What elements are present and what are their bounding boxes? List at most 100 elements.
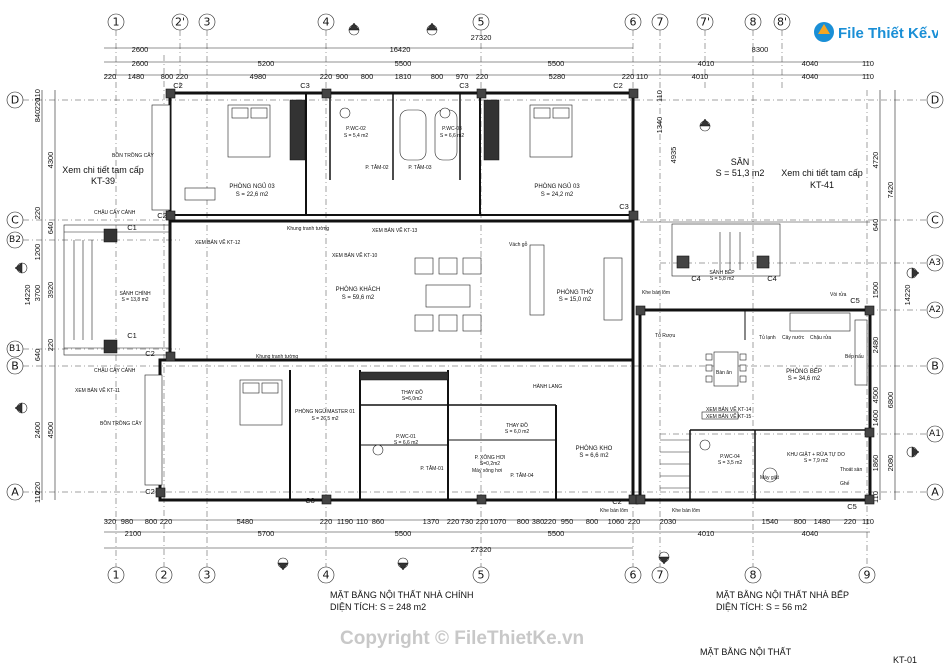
dim-bottom-overall: 27320 <box>471 545 492 554</box>
svg-text:110: 110 <box>636 72 648 81</box>
svg-text:C4: C4 <box>767 274 777 283</box>
wardrobe-left <box>289 99 306 161</box>
svg-text:4935: 4935 <box>669 147 678 164</box>
grid-bubbles-right: D C A3 A2 B A1 A <box>926 91 944 501</box>
svg-text:C5: C5 <box>850 296 860 305</box>
svg-text:4: 4 <box>323 16 330 29</box>
title-main-area: DIỆN TÍCH: S = 248 m2 <box>330 602 426 612</box>
svg-text:1810: 1810 <box>395 72 412 81</box>
svg-text:CHẬU CÂY CẢNH: CHẬU CÂY CẢNH <box>94 209 136 216</box>
svg-text:XEM BẢN VẼ KT-10: XEM BẢN VẼ KT-10 <box>332 252 378 259</box>
svg-text:XEM BẢN VẼ KT-14: XEM BẢN VẼ KT-14 <box>706 406 752 413</box>
svg-text:220: 220 <box>104 72 117 81</box>
svg-text:S = 6,6 m2: S = 6,6 m2 <box>394 440 419 446</box>
dimensions-top: 27320 2600 16420 8300 2600 5200 5500 550… <box>104 33 874 81</box>
svg-text:640: 640 <box>33 349 42 362</box>
svg-text:C3: C3 <box>459 81 469 90</box>
svg-text:110: 110 <box>33 89 42 101</box>
grid-bubble-left-D: D <box>6 91 24 109</box>
footer-title: MẶT BẰNG NỘI THẤT <box>700 647 792 657</box>
svg-text:P.WC-02: P.WC-02 <box>346 126 366 132</box>
svg-text:5500: 5500 <box>395 59 412 68</box>
svg-text:XEM BẢN VẼ KT-11: XEM BẢN VẼ KT-11 <box>75 387 120 394</box>
svg-text:2400: 2400 <box>33 422 42 439</box>
svg-text:C2: C2 <box>157 211 167 220</box>
svg-text:640: 640 <box>46 222 55 235</box>
svg-text:6: 6 <box>630 16 637 29</box>
svg-text:SẢNH BẾP: SẢNH BẾP <box>709 269 735 276</box>
site-logo: File Thiết Kế.vn <box>810 12 949 52</box>
dining-table <box>713 351 739 387</box>
svg-text:SẢNH CHÍNH: SẢNH CHÍNH <box>119 290 151 297</box>
svg-text:5: 5 <box>478 16 485 29</box>
bathtub-wc02 <box>399 109 427 161</box>
room-pn03a-area: S = 22,6 m2 <box>236 192 269 198</box>
room-khach-name: PHÒNG KHÁCH <box>336 286 381 293</box>
grid-bubble-top-6: 6 <box>624 13 642 31</box>
svg-text:14220: 14220 <box>23 285 32 306</box>
grid-bubble-right-B: B <box>926 357 944 375</box>
svg-text:PHÒNG NGỦ MASTER 01: PHÒNG NGỦ MASTER 01 <box>295 408 355 415</box>
svg-text:220: 220 <box>544 517 557 526</box>
svg-text:Khung tranh tường: Khung tranh tường <box>256 354 298 360</box>
svg-text:5700: 5700 <box>258 529 275 538</box>
room-pn03b-name: PHÒNG NGỦ 03 <box>534 183 580 190</box>
svg-text:1: 1 <box>113 569 120 582</box>
svg-text:Xem chi tiết tam cấp: Xem chi tiết tam cấp <box>781 168 863 178</box>
svg-text:1190: 1190 <box>337 517 353 526</box>
grid-bubble-top-2p: 2' <box>171 13 189 31</box>
svg-text:3: 3 <box>204 16 211 29</box>
svg-text:S = 3,5 m2: S = 3,5 m2 <box>718 460 743 466</box>
svg-text:S = 13,8 m2: S = 13,8 m2 <box>121 297 148 303</box>
svg-text:B2: B2 <box>9 235 21 245</box>
svg-text:1400: 1400 <box>871 410 880 427</box>
svg-text:THAY ĐỒ: THAY ĐỒ <box>401 389 423 396</box>
svg-text:Cây nước: Cây nước <box>782 335 805 341</box>
svg-text:C5: C5 <box>847 502 857 511</box>
dimensions-right: 110 1340 4935 4720 7420 640 1500 2480 14… <box>655 90 912 503</box>
svg-text:CHẬU CÂY CẢNH: CHẬU CÂY CẢNH <box>94 367 136 374</box>
svg-text:Khe bán lõm: Khe bán lõm <box>642 290 670 296</box>
room-labels: PHÒNG NGỦ 03 S = 22,6 m2 PHÒNG NGỦ 03 S … <box>119 126 845 479</box>
svg-text:Bếp nấu: Bếp nấu <box>845 354 864 360</box>
svg-text:800: 800 <box>161 72 174 81</box>
room-pn03b-area: S = 24,2 m2 <box>541 192 574 198</box>
column-c1-top <box>103 228 118 243</box>
svg-text:KHU GIẶT + RỬA TỰ DO: KHU GIẶT + RỬA TỰ DO <box>787 451 845 458</box>
svg-text:A2: A2 <box>929 305 941 315</box>
svg-text:2600: 2600 <box>132 59 149 68</box>
grid-bubble-top-1: 1 <box>107 13 125 31</box>
svg-text:900: 900 <box>336 72 349 81</box>
grid-bubble-right-A: A <box>926 483 944 501</box>
grid-bubble-left-A: A <box>6 483 24 501</box>
section-tag-kt15: XEM BẢN VẼ KT-15 <box>701 411 752 420</box>
dimensions-bottom: 320 980 800 220 5480 220 1190 110 860 13… <box>104 517 874 554</box>
title-main: MẶT BẰNG NỘI THẤT NHÀ CHÍNH <box>330 590 474 600</box>
svg-text:2100: 2100 <box>125 529 142 538</box>
grid-bubble-right-C: C <box>926 211 944 229</box>
svg-text:PHÒNG BẾP: PHÒNG BẾP <box>786 368 822 375</box>
closet-rail <box>359 371 449 381</box>
svg-text:220: 220 <box>33 207 42 220</box>
room-pn03a-name: PHÒNG NGỦ 03 <box>229 183 275 190</box>
svg-text:S = 5,8 m2: S = 5,8 m2 <box>710 276 735 282</box>
svg-text:A3: A3 <box>929 258 941 268</box>
svg-text:220: 220 <box>844 517 857 526</box>
svg-text:C3: C3 <box>619 202 629 211</box>
svg-text:C2: C2 <box>145 349 155 358</box>
svg-text:4040: 4040 <box>802 529 819 538</box>
svg-text:C2: C2 <box>173 81 183 90</box>
svg-text:8: 8 <box>750 569 757 582</box>
svg-text:4: 4 <box>323 569 330 582</box>
svg-text:110: 110 <box>33 491 42 503</box>
grid-bubbles-bottom: 1 2 3 4 5 6 7 8 9 <box>107 566 876 584</box>
logo-icon: File Thiết Kế.vn <box>814 22 949 42</box>
svg-text:B: B <box>11 360 19 373</box>
grid-bubble-top-8p: 8' <box>773 13 791 31</box>
svg-text:Tủ lạnh: Tủ lạnh <box>759 334 776 341</box>
wardrobe-right <box>483 99 500 161</box>
svg-text:Máy giặt: Máy giặt <box>760 475 780 481</box>
column-marks: C3 C3 C2 C2 C2 C2 C1 C1 C2 C3 C5 C4 C4 C… <box>127 81 860 511</box>
svg-text:C3: C3 <box>305 496 315 505</box>
